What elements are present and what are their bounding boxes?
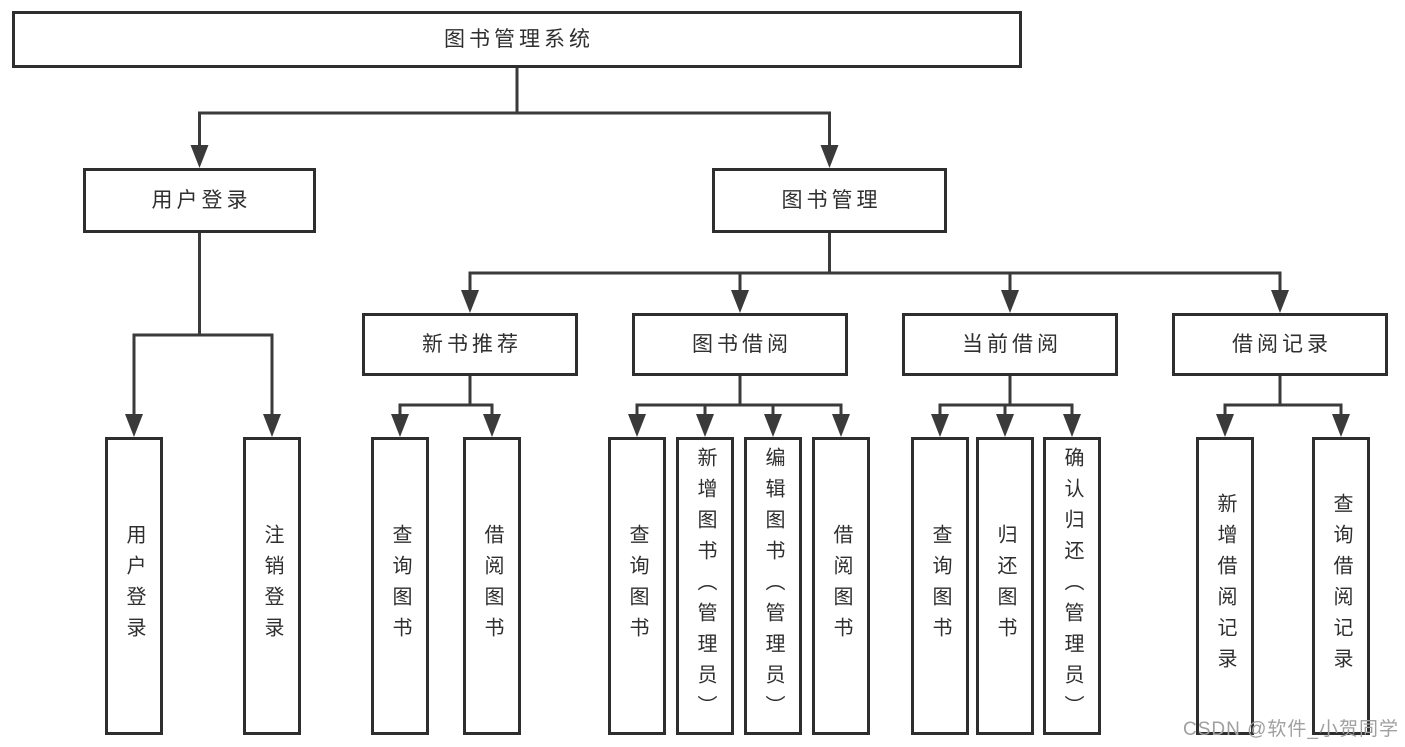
node-label: 用户登录 — [123, 524, 145, 648]
node-cb-return: 归还图书 — [976, 437, 1034, 735]
node-cb-confirm: 确认归还（管理员） — [1043, 437, 1101, 735]
node-book-borrow: 图书借阅 — [632, 313, 848, 376]
node-br-query: 查询借阅记录 — [1312, 437, 1370, 735]
node-label: 新书推荐 — [422, 333, 522, 356]
node-label: 图书借阅 — [692, 333, 792, 356]
node-root: 图书管理系统 — [12, 11, 1022, 68]
node-book-mgmt: 图书管理 — [712, 168, 947, 233]
node-leaf-user-login: 用户登录 — [105, 437, 163, 735]
node-borrow-records: 借阅记录 — [1172, 313, 1388, 376]
node-label: 图书管理 — [781, 189, 882, 212]
node-current-borrow: 当前借阅 — [902, 313, 1118, 376]
node-label: 用户登录 — [151, 189, 252, 212]
node-label: 查询借阅记录 — [1330, 493, 1352, 679]
node-label: 查询图书 — [389, 524, 411, 648]
node-cb-query: 查询图书 — [911, 437, 969, 735]
node-label: 借阅图书 — [830, 524, 852, 648]
node-label: 借阅图书 — [481, 524, 503, 648]
node-bb-edit: 编辑图书（管理员） — [744, 437, 802, 735]
node-br-add: 新增借阅记录 — [1196, 437, 1254, 735]
node-label: 查询图书 — [626, 524, 648, 648]
node-label: 注销登录 — [261, 524, 283, 648]
node-label: 编辑图书（管理员） — [762, 446, 784, 726]
node-label: 查询图书 — [929, 524, 951, 648]
node-label: 新增借阅记录 — [1214, 493, 1236, 679]
node-nb-query: 查询图书 — [371, 437, 429, 735]
node-new-book-rec: 新书推荐 — [362, 313, 578, 376]
node-label: 新增图书（管理员） — [694, 446, 716, 726]
node-nb-borrow: 借阅图书 — [463, 437, 521, 735]
node-bb-add: 新增图书（管理员） — [676, 437, 734, 735]
node-bb-borrow: 借阅图书 — [812, 437, 870, 735]
node-label: 确认归还（管理员） — [1061, 446, 1083, 726]
node-label: 归还图书 — [994, 524, 1016, 648]
node-label: 借阅记录 — [1232, 333, 1332, 356]
node-label: 当前借阅 — [962, 333, 1062, 356]
node-label: 图书管理系统 — [444, 28, 594, 51]
node-bb-query: 查询图书 — [608, 437, 666, 735]
node-user-login: 用户登录 — [83, 168, 316, 233]
watermark: CSDN @软件_小贺同学 — [1183, 719, 1399, 740]
node-leaf-logout: 注销登录 — [243, 437, 301, 735]
